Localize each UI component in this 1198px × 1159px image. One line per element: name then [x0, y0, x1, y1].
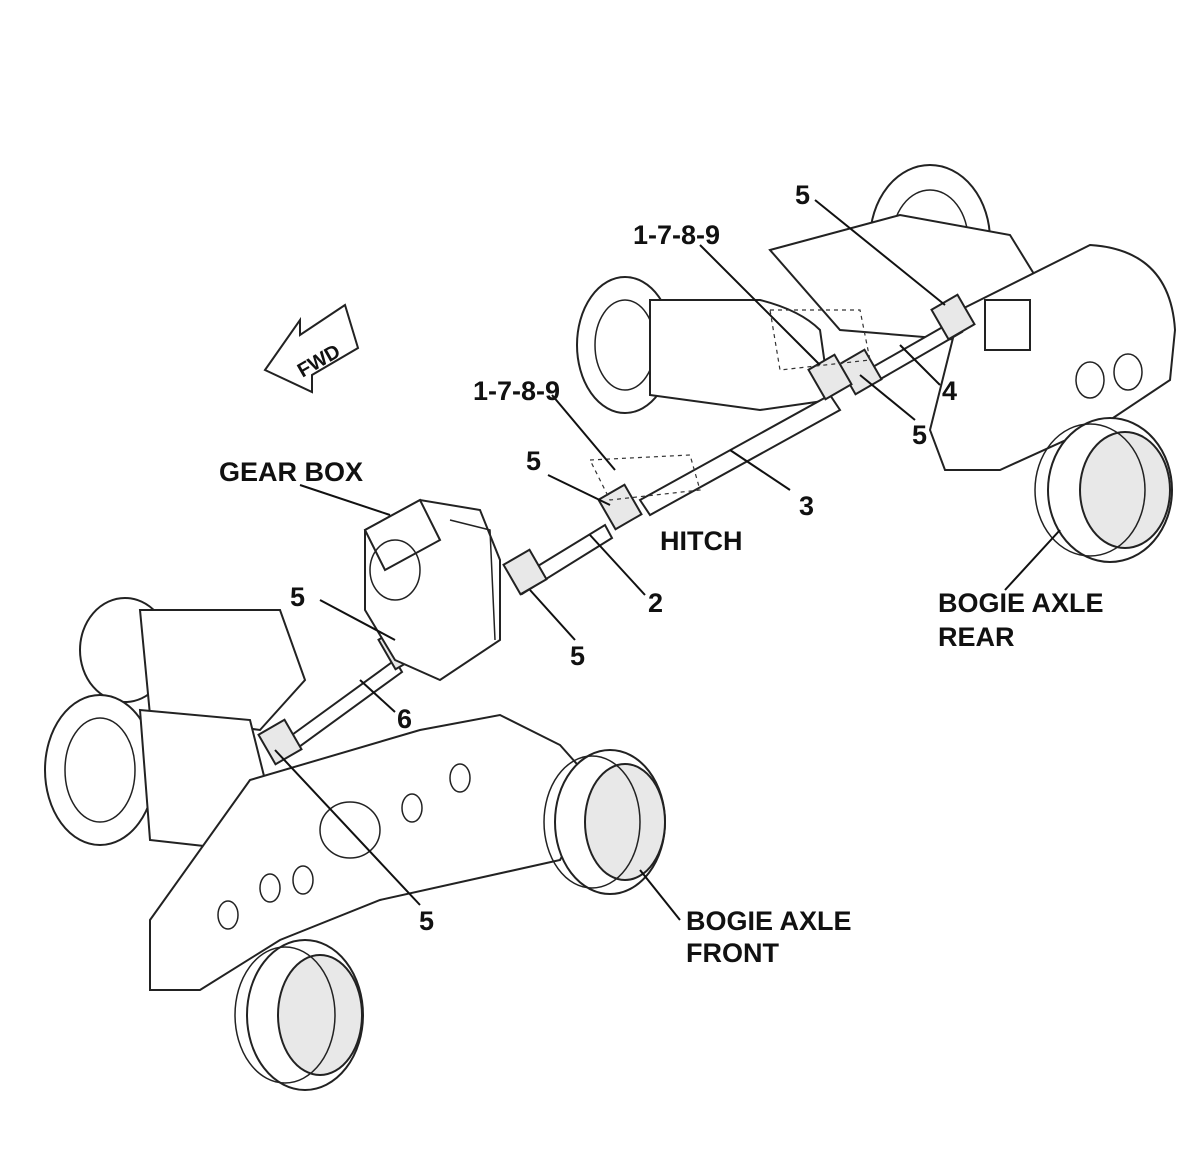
bogie-axle-rear-label-line1: BOGIE AXLE: [938, 588, 1104, 618]
callout-5-rear-top: 5: [795, 180, 810, 210]
callout-4: 4: [942, 376, 957, 406]
fwd-arrow-icon: FWD: [263, 303, 360, 394]
callout-5-front: 5: [419, 906, 434, 936]
bogie-axle-front-label-line1: BOGIE AXLE: [686, 906, 852, 936]
callout-3: 3: [799, 491, 814, 521]
callout-6: 6: [397, 704, 412, 734]
gear-box-label: GEAR BOX: [219, 457, 363, 487]
bogie-axle-front-drawing: [44, 597, 666, 1091]
gear-box-drawing: [363, 498, 501, 682]
bogie-axle-rear-drawing: [576, 164, 1177, 563]
callout-5-gear-right: 5: [570, 641, 585, 671]
bogie-axle-rear-label-line2: REAR: [938, 622, 1015, 652]
callout-2: 2: [648, 588, 663, 618]
callout-1-7-8-9-hitch: 1-7-8-9: [473, 376, 560, 406]
u-joints: [257, 293, 976, 766]
driveshaft-3: [638, 393, 842, 517]
hitch-label: HITCH: [660, 526, 743, 556]
hitch-drawing: [589, 309, 871, 501]
callout-1-7-8-9-rear: 1-7-8-9: [633, 220, 720, 250]
callout-5-gear-left: 5: [290, 582, 305, 612]
callout-5-hitch: 5: [526, 446, 541, 476]
bogie-axle-front-label-line2: FRONT: [686, 938, 779, 968]
leader-lines: [274, 199, 1061, 921]
callout-5-rear-lower: 5: [912, 420, 927, 450]
